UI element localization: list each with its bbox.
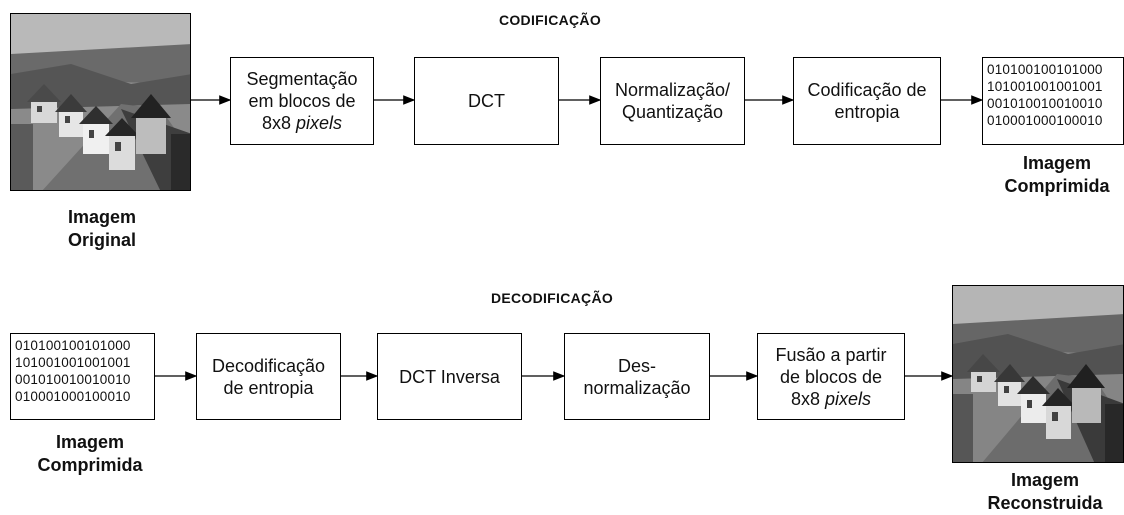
encoding-title: CODIFICAÇÃO (498, 12, 602, 28)
block-merge-box: Fusão a partir de blocos de 8x8 pixels (757, 333, 905, 420)
segmentation-box: Segmentação em blocos de 8x8 pixels (230, 57, 374, 145)
reconstructed-image-caption: Imagem Reconstruida (987, 470, 1103, 513)
compressed-image-caption-decoding: Imagem Comprimida (37, 432, 143, 475)
compressed-bits-encoding: 010100100101000 101001001001001 00101001… (982, 57, 1124, 145)
entropy-coding-box: Codificação de entropia (793, 57, 941, 145)
original-image (10, 13, 191, 191)
inverse-dct-box: DCT Inversa (377, 333, 522, 420)
entropy-decoding-box: Decodificação de entropia (196, 333, 341, 420)
normalization-quantization-box: Normalização/ Quantização (600, 57, 745, 145)
reconstructed-image (952, 285, 1124, 463)
compressed-bits-decoding: 010100100101000 101001001001001 00101001… (10, 333, 155, 420)
decoding-title: DECODIFICAÇÃO (490, 290, 614, 306)
compressed-image-caption-encoding: Imagem Comprimida (1004, 153, 1110, 196)
village-street-illustration (11, 14, 190, 190)
original-image-caption: Imagem Original (67, 207, 137, 250)
village-street-illustration-reconstructed (953, 286, 1123, 462)
denormalization-box: Des- normalização (564, 333, 710, 420)
dct-box: DCT (414, 57, 559, 145)
